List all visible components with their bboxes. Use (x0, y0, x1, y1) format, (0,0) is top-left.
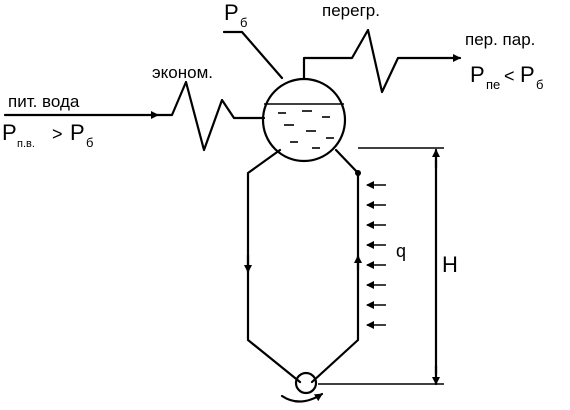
svg-text:>: > (52, 124, 63, 144)
economizer-label: эконом. (152, 63, 213, 82)
svg-text:пе: пе (486, 77, 500, 92)
riser-top-joint (355, 170, 361, 176)
svg-text:P: P (520, 62, 535, 87)
superheater-coil (302, 28, 462, 94)
drum-pressure-leader (222, 30, 284, 80)
svg-text:P: P (470, 62, 485, 87)
svg-text:P: P (70, 120, 85, 145)
svg-text:б: б (240, 15, 247, 30)
svg-text:P: P (2, 120, 17, 145)
drum (261, 77, 347, 163)
heat-flux-label: q (396, 241, 406, 261)
svg-text:б: б (86, 135, 93, 150)
svg-text:P: P (224, 0, 239, 25)
svg-text:б: б (536, 77, 543, 92)
height-label: H (442, 252, 458, 277)
lower-header (294, 371, 318, 395)
header-flow-arrow (280, 392, 324, 403)
feed-water-label: пит. вода (8, 92, 80, 111)
riser-pipe (310, 148, 360, 384)
economizer-coil (156, 80, 266, 152)
superheater-label: перегр. (322, 1, 380, 20)
steam-pressure-label: P пе < P б (470, 62, 543, 92)
heat-flux-arrows (366, 181, 386, 329)
feed-pressure-label: P п.в. > P б (2, 120, 93, 150)
downcomer-pipe (246, 148, 302, 384)
svg-text:п.в.: п.в. (17, 138, 35, 150)
svg-text:<: < (504, 66, 515, 86)
superheated-steam-label: пер. пар. (465, 30, 535, 49)
drum-pressure-label: P б (224, 0, 247, 30)
